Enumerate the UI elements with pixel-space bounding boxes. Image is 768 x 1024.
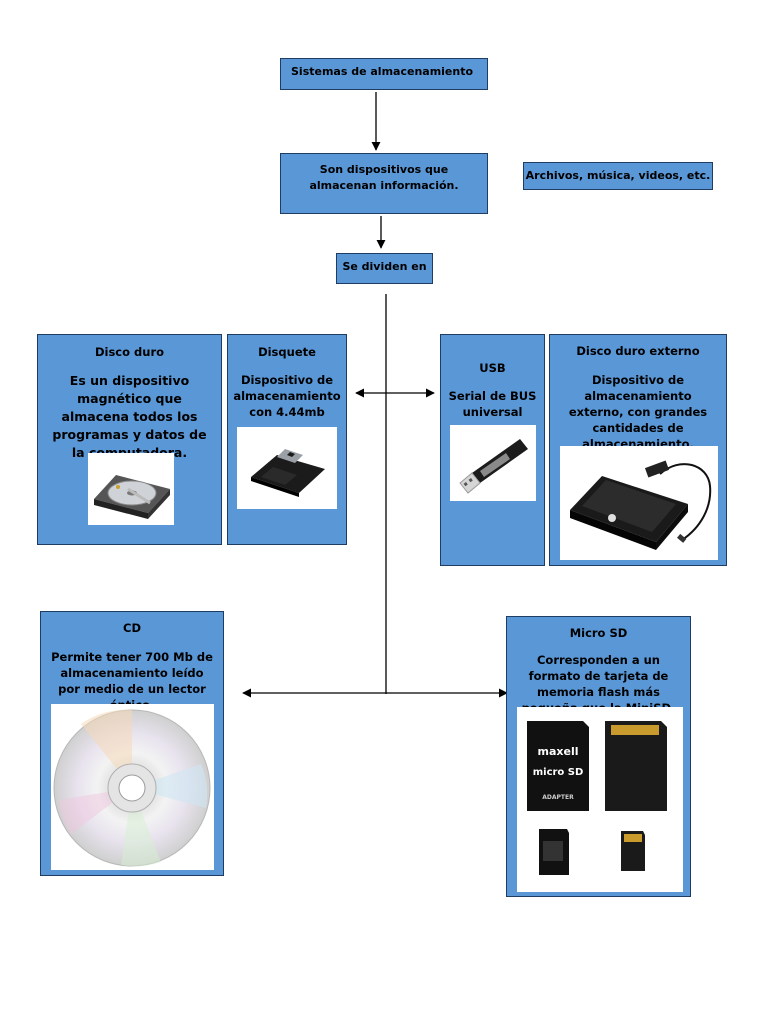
adapter-label: ADAPTER [542,794,574,801]
disquete-text: Dispositivo de almacenamiento con 4.44mb [233,373,341,419]
external-drive-icon [570,460,712,550]
disco-duro-box: Disco duro Es un dispositivo magnético q… [37,334,222,545]
examples-node: Archivos, música, videos, etc. [523,162,713,190]
external-drive-image [560,446,718,560]
definition-node: Son dispositivos que almacenan informaci… [280,153,488,214]
examples-node-label: Archivos, música, videos, etc. [525,169,711,182]
disco-duro-title: Disco duro [94,345,165,359]
disco-externo-title: Disco duro externo [576,344,700,358]
microsd-cards-icon: maxell micro SD ADAPTER [527,721,667,875]
usb-image [450,425,536,501]
usb-drive-icon [459,439,528,494]
usb-box: USB Serial de BUS universal [440,334,545,566]
hard-drive-image [88,453,174,525]
maxell-brand-label: maxell [538,745,579,758]
microsd-text: Corresponden a un formato de tarjeta de … [522,653,676,715]
disco-externo-text: Dispositivo de almacenamiento externo, c… [568,373,708,451]
disquete-title: Disquete [258,345,316,359]
usb-title: USB [479,361,506,375]
disco-duro-text: Es un dispositivo magnético que almacena… [52,373,207,460]
floppy-image [237,427,337,509]
root-node-label: Sistemas de almacenamiento [291,65,474,78]
divide-node-label: Se dividen en [342,260,427,273]
microsd-product-label: micro SD [533,767,584,778]
divide-node: Se dividen en [336,253,433,284]
cd-title: CD [123,621,141,635]
definition-node-label: Son dispositivos que almacenan informaci… [309,163,459,192]
disquete-box: Disquete Dispositivo de almacenamiento c… [227,334,347,545]
cd-disc-icon [53,709,211,867]
root-node: Sistemas de almacenamiento [280,58,488,90]
microsd-title: Micro SD [569,626,628,640]
microsd-box: Micro SD Corresponden a un formato de ta… [506,616,691,897]
hard-drive-icon [94,475,170,519]
floppy-disk-icon [251,449,325,497]
microsd-image: maxell micro SD ADAPTER [517,707,683,892]
cd-box: CD Permite tener 700 Mb de almacenamient… [40,611,224,876]
disco-externo-box: Disco duro externo Dispositivo de almace… [549,334,727,566]
cd-image [51,704,214,870]
usb-text: Serial de BUS universal [448,389,537,419]
